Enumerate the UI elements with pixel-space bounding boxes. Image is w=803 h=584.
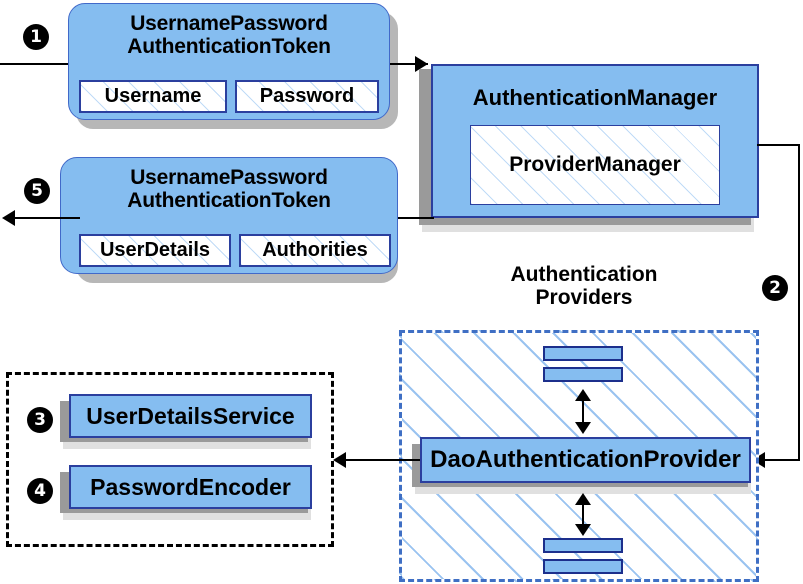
- provider-to-collaborators-line: [345, 459, 420, 461]
- response-token-title-line1: UsernamePassword: [130, 166, 328, 189]
- provider-placeholder-bar-3: [543, 538, 623, 553]
- provider-to-collaborators-arrowhead: [333, 452, 346, 468]
- step-badge-5: 5: [24, 178, 50, 204]
- step-badge-1: 1: [23, 24, 49, 50]
- request-token-title-line1: UsernamePassword: [130, 12, 328, 35]
- request-token-field-password: Password: [235, 80, 379, 113]
- provider-link-arrow-down-top: [575, 422, 591, 434]
- provider-placeholder-bar-2: [543, 367, 623, 382]
- response-token-title-line2: AuthenticationToken: [127, 188, 331, 212]
- outgoing-response-line: [14, 217, 80, 219]
- manager-response-line: [392, 217, 434, 219]
- authentication-manager-box: AuthenticationManager ProviderManager: [431, 64, 759, 218]
- outgoing-response-arrowhead: [2, 210, 15, 226]
- providers-title-line2: Providers: [535, 286, 633, 310]
- request-token-field-username: Username: [79, 80, 227, 113]
- providers-section-title: Authentication Providers: [460, 263, 708, 309]
- step-badge-2: 2: [762, 275, 788, 301]
- manager-to-provider-line-bottom: [764, 459, 800, 461]
- step-badge-4: 4: [27, 478, 53, 504]
- token-to-manager-line: [390, 63, 428, 65]
- response-token-field-authorities: Authorities: [239, 234, 391, 267]
- authentication-manager-label: AuthenticationManager: [472, 85, 718, 110]
- dao-authentication-provider-box: DaoAuthenticationProvider: [420, 437, 751, 483]
- response-token-field-userdetails: UserDetails: [79, 234, 231, 267]
- request-token-title: UsernamePassword AuthenticationToken: [69, 12, 389, 58]
- manager-to-provider-line-top: [757, 144, 800, 146]
- provider-link-arrow-down-bottom: [575, 524, 591, 536]
- provider-placeholder-bar-1: [543, 346, 623, 361]
- manager-to-provider-line-vertical: [798, 144, 800, 461]
- collaborators-container: [6, 372, 334, 547]
- passwordencoder-box: PasswordEncoder: [69, 465, 312, 509]
- provider-manager-box: ProviderManager: [470, 125, 720, 205]
- provider-link-arrow-up-top: [575, 389, 591, 401]
- provider-placeholder-bar-4: [543, 559, 623, 574]
- response-token-box: UsernamePassword AuthenticationToken Use…: [60, 157, 398, 274]
- response-token-title: UsernamePassword AuthenticationToken: [61, 166, 397, 212]
- provider-link-line-top: [582, 392, 584, 428]
- step-badge-3: 3: [27, 407, 53, 433]
- request-token-box: UsernamePassword AuthenticationToken Use…: [68, 3, 390, 120]
- userdetailsservice-box: UserDetailsService: [69, 394, 312, 438]
- token-to-manager-arrowhead: [415, 56, 428, 72]
- provider-link-arrow-up-bottom: [575, 493, 591, 505]
- incoming-request-line: [0, 63, 80, 65]
- providers-title-line1: Authentication: [510, 263, 658, 286]
- request-token-title-line2: AuthenticationToken: [127, 34, 331, 58]
- provider-link-line-bottom: [582, 496, 584, 530]
